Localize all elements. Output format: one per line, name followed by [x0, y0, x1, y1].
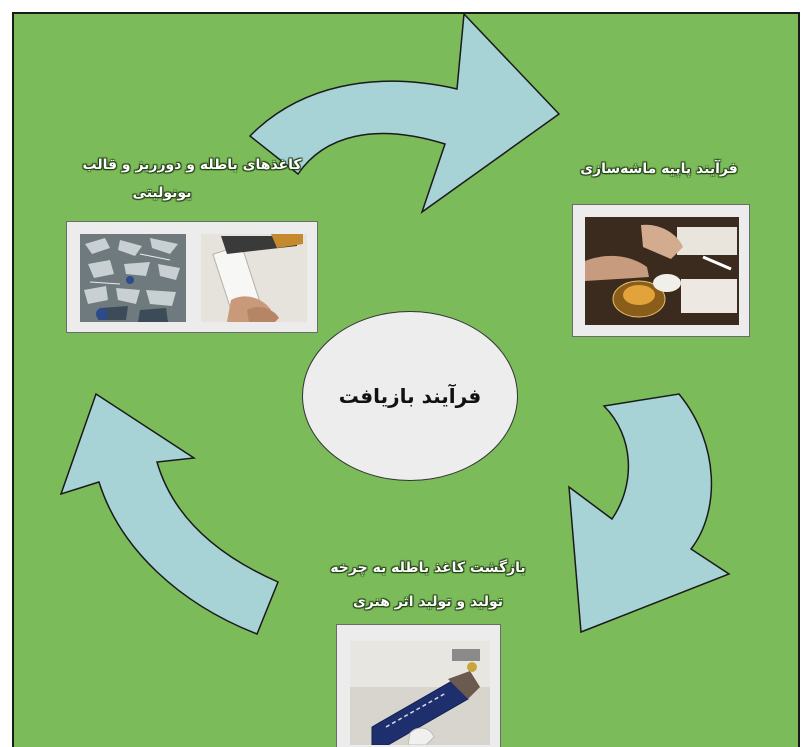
photo-card-papier-mache [572, 204, 750, 337]
center-ellipse: فرآیند بازیافت [302, 311, 518, 481]
arrow-top [248, 14, 561, 214]
papier-mache-process-photo [585, 217, 739, 325]
stage-top-right-line1: فرآیند پاپیه ماشه‌سازی [580, 161, 738, 177]
diagram-canvas: کاغذهای باطله و دورریز و قالب یونولیتی ف… [12, 12, 800, 747]
stage-top-right-text: فرآیند پاپیه ماشه‌سازی [569, 160, 749, 180]
stage-top-left-line2: یونولیتی [132, 184, 192, 201]
stage-bottom-text: بازگشت کاغذ باطله به چرخه تولید و تولید … [312, 559, 544, 612]
arrow-left [59, 392, 279, 635]
cycle-arrows [59, 14, 731, 635]
stage-top-left-line1: کاغذهای باطله و دورریز و قالب [82, 157, 302, 173]
stage-bottom-line1: بازگشت کاغذ باطله به چرخه [330, 560, 526, 576]
stage-top-left-text: کاغذهای باطله و دورریز و قالب یونولیتی [54, 156, 330, 203]
stage-bottom-line2: تولید و تولید اثر هنری [352, 593, 504, 610]
arrow-right [568, 393, 731, 634]
photo-card-artwork [336, 624, 501, 747]
center-label: فرآیند بازیافت [338, 384, 482, 408]
paper-artwork-photo [350, 641, 490, 745]
hand-cutting-foam-photo [201, 234, 307, 322]
photo-card-waste [66, 221, 318, 333]
shredded-waste-paper-photo [80, 234, 186, 322]
